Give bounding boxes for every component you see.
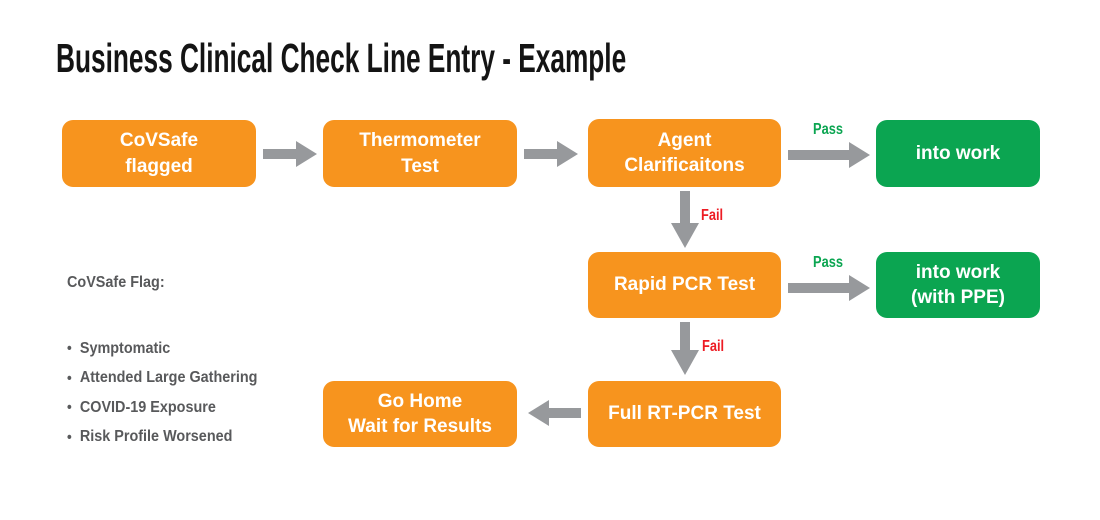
legend-item-label: COVID-19 Exposure	[79, 398, 216, 416]
node-label-line: Test	[401, 155, 439, 177]
legend-item: • Symptomatic	[67, 334, 257, 364]
arrow-right-icon	[524, 141, 578, 167]
legend-item: • Risk Profile Worsened	[67, 423, 257, 453]
page-title: Business Clinical Check Line Entry - Exa…	[56, 35, 627, 81]
node-label-line: Wait for Results	[348, 416, 492, 437]
node-label-line: Go Home	[377, 390, 463, 412]
node-label-line: into work	[915, 142, 1001, 164]
flow-node-agent-clarifications: Agent Clarificaitons	[588, 119, 781, 187]
arrow-left-icon	[528, 400, 581, 426]
covsafe-flag-legend: CoVSafe Flag: • Symptomatic • Attended L…	[67, 274, 301, 446]
legend-list: • Symptomatic • Attended Large Gathering…	[67, 334, 257, 452]
node-label-line: Rapid PCR Test	[613, 274, 756, 296]
flow-node-into-work-with-ppe: into work (with PPE)	[876, 252, 1040, 318]
node-label-line: into work	[915, 261, 1001, 283]
legend-item-label: Risk Profile Worsened	[79, 428, 233, 446]
arrow-down-icon	[671, 322, 699, 375]
arrow-down-icon	[671, 191, 699, 248]
legend-item-label: Attended Large Gathering	[79, 369, 258, 387]
node-label-line: Full RT-PCR Test	[608, 403, 761, 425]
bullet-dot-icon: •	[67, 340, 72, 358]
legend-heading: CoVSafe Flag:	[67, 274, 165, 291]
bullet-dot-icon: •	[67, 399, 72, 417]
node-label-line: Clarificaitons	[624, 155, 745, 176]
flow-node-full-rt-pcr-test: Full RT-PCR Test	[588, 381, 781, 447]
node-label-line: Thermometer	[359, 130, 481, 152]
node-label-line: CoVSafe	[119, 130, 199, 152]
node-label-line: flagged	[125, 155, 193, 177]
bullet-dot-icon: •	[67, 428, 72, 446]
legend-item-label: Symptomatic	[79, 339, 171, 357]
node-label-line: Agent	[657, 129, 712, 151]
pass-label: Pass	[813, 121, 843, 138]
flow-node-into-work: into work	[876, 120, 1040, 187]
flow-node-go-home: Go Home Wait for Results	[323, 381, 517, 447]
bullet-dot-icon: •	[67, 369, 72, 387]
flow-node-thermometer-test: Thermometer Test	[323, 120, 517, 187]
flow-node-covsafe-flagged: CoVSafe flagged	[62, 120, 256, 187]
fail-label: Fail	[702, 338, 725, 355]
fail-label: Fail	[701, 207, 724, 224]
arrow-right-icon	[263, 141, 317, 167]
arrow-right-icon	[788, 142, 870, 168]
flow-node-rapid-pcr-test: Rapid PCR Test	[588, 252, 781, 318]
node-label-line: (with PPE)	[911, 287, 1005, 308]
pass-label: Pass	[813, 254, 843, 271]
arrow-right-icon	[788, 275, 870, 301]
legend-item: • Attended Large Gathering	[67, 364, 257, 394]
legend-item: • COVID-19 Exposure	[67, 393, 257, 423]
